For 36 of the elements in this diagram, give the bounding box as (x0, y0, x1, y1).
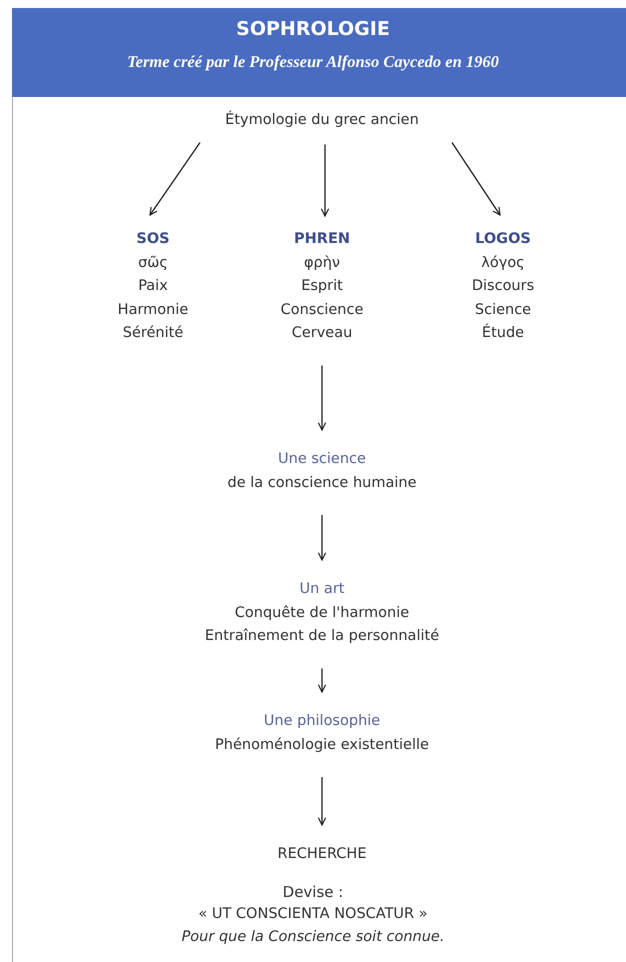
text-line: Harmonie (116, 300, 190, 320)
text-line: de la conscience humaine (226, 474, 418, 492)
motto-translation: Pour que la Conscience soit connue. (180, 929, 446, 945)
term-heading: Une science (277, 450, 367, 469)
arrow (149, 142, 201, 216)
text-line: Discours (470, 277, 536, 296)
arrow (318, 777, 326, 826)
text-line: Science (474, 300, 532, 320)
arrow (320, 144, 330, 217)
text-line: φρὴν (302, 254, 342, 272)
text-line: Phénoménologie existentielle (214, 736, 430, 754)
title: SOPHROLOGIE (235, 18, 391, 40)
arrow (451, 142, 501, 216)
text-line: Conquête de l'harmonie (234, 604, 410, 622)
text-line: Cerveau (290, 324, 354, 343)
text-line: Sérénité (122, 324, 184, 343)
arrow (318, 515, 326, 561)
text-line: λόγος (480, 254, 526, 272)
text-line: σῶς (137, 254, 169, 272)
text-line: Conscience (280, 300, 364, 320)
subtitle: Terme créé par le Professeur Alfonso Caycedo en 1960 (126, 52, 500, 72)
arrow (318, 668, 326, 693)
text-line: Esprit (300, 277, 344, 296)
text-line: Entraînement de la personnalité (204, 627, 440, 646)
term-heading: SOS (135, 230, 171, 249)
text-line: Étude (480, 322, 526, 343)
term-heading: Un art (298, 580, 346, 599)
term-heading: LOGOS (474, 230, 532, 249)
node-text: Étymologie du grec ancien (192, 109, 452, 132)
text-line: Paix (137, 277, 169, 296)
term-heading: PHREN (293, 230, 351, 249)
arrow (318, 366, 326, 431)
term-heading: Une philosophie (262, 712, 382, 731)
motto-text: « UT CONSCIENTA NOSCATUR » (197, 906, 429, 922)
node-text: RECHERCHE (262, 843, 382, 866)
motto-heading: Devise : (282, 883, 344, 901)
